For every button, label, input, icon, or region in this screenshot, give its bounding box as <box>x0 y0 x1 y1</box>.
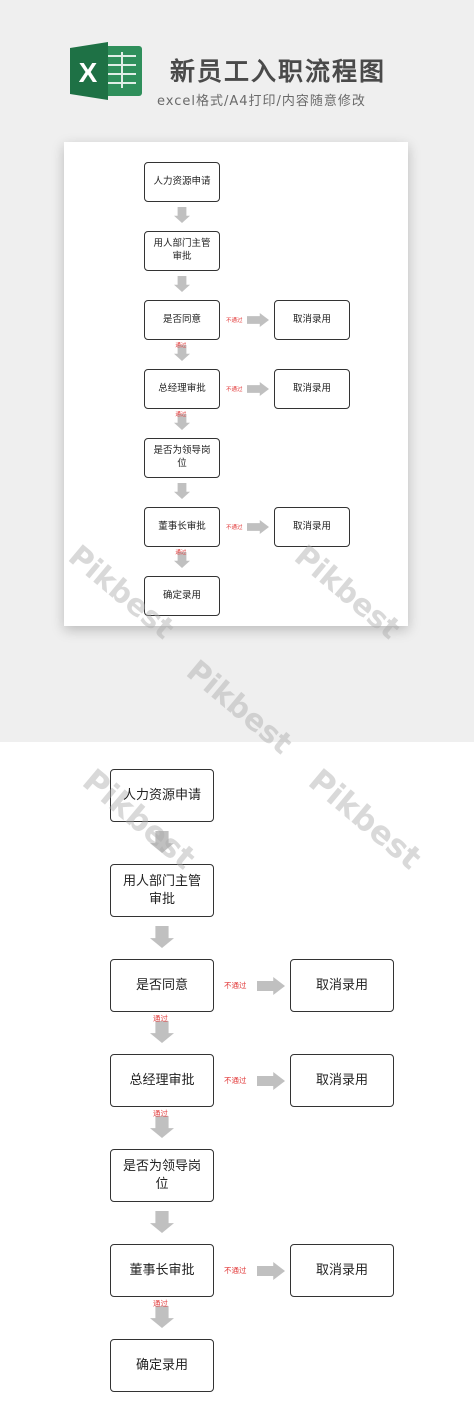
flow-step-box: 董事长审批 <box>110 1244 214 1297</box>
arrow-right-icon <box>247 382 269 396</box>
cancel-hire-box: 取消录用 <box>290 1054 394 1107</box>
enlarged-section: 人力资源申请用人部门主管审批是否同意通过不通过取消录用总经理审批通过不通过取消录… <box>0 742 474 1411</box>
page-subtitle: excel格式/A4打印/内容随意修改 <box>157 94 366 109</box>
arrow-down-icon <box>174 276 190 292</box>
pass-label: 通过 <box>153 1014 168 1023</box>
reject-label: 不通过 <box>226 387 243 394</box>
svg-text:X: X <box>79 57 98 88</box>
flow-step-box: 人力资源申请 <box>144 162 220 202</box>
reject-label: 不通过 <box>226 318 243 325</box>
reject-label: 不通过 <box>224 981 247 991</box>
flow-step-box: 确定录用 <box>110 1339 214 1392</box>
excel-icon: X <box>70 42 142 100</box>
arrow-down-icon <box>150 831 174 853</box>
arrow-down-icon <box>174 414 190 430</box>
pass-label: 通过 <box>175 343 187 349</box>
document-preview-sheet: 人力资源申请用人部门主管审批是否同意通过不通过取消录用总经理审批通过不通过取消录… <box>64 142 408 626</box>
flow-step-box: 是否为领导岗位 <box>110 1149 214 1202</box>
flow-step-box: 是否为领导岗位 <box>144 438 220 478</box>
cancel-hire-box: 取消录用 <box>274 369 350 409</box>
arrow-down-icon <box>150 926 174 948</box>
arrow-down-icon <box>150 1306 174 1328</box>
cancel-hire-box: 取消录用 <box>274 507 350 547</box>
reject-label: 不通过 <box>224 1076 247 1086</box>
pass-label: 通过 <box>175 550 187 556</box>
flow-step-box: 用人部门主管审批 <box>144 231 220 271</box>
pass-label: 通过 <box>153 1299 168 1308</box>
flow-step-box: 人力资源申请 <box>110 769 214 822</box>
flow-step-box: 确定录用 <box>144 576 220 616</box>
arrow-down-icon <box>150 1211 174 1233</box>
flow-step-box: 总经理审批 <box>110 1054 214 1107</box>
arrow-right-icon <box>247 520 269 534</box>
arrow-down-icon <box>174 552 190 568</box>
arrow-down-icon <box>174 483 190 499</box>
flow-step-box: 用人部门主管审批 <box>110 864 214 917</box>
pass-label: 通过 <box>153 1109 168 1118</box>
arrow-down-icon <box>150 1021 174 1043</box>
pass-label: 通过 <box>175 412 187 418</box>
arrow-down-icon <box>174 345 190 361</box>
cancel-hire-box: 取消录用 <box>290 1244 394 1297</box>
flow-step-box: 是否同意 <box>110 959 214 1012</box>
flow-step-box: 董事长审批 <box>144 507 220 547</box>
reject-label: 不通过 <box>226 525 243 532</box>
cancel-hire-box: 取消录用 <box>274 300 350 340</box>
preview-section: X 新员工入职流程图 excel格式/A4打印/内容随意修改 人力资源申请用人部… <box>0 0 474 742</box>
arrow-right-icon <box>257 1071 285 1090</box>
cancel-hire-box: 取消录用 <box>290 959 394 1012</box>
arrow-down-icon <box>150 1116 174 1138</box>
arrow-down-icon <box>174 207 190 223</box>
reject-label: 不通过 <box>224 1266 247 1276</box>
arrow-right-icon <box>247 313 269 327</box>
flow-step-box: 是否同意 <box>144 300 220 340</box>
arrow-right-icon <box>257 1261 285 1280</box>
flow-step-box: 总经理审批 <box>144 369 220 409</box>
page-title: 新员工入职流程图 <box>170 57 387 86</box>
arrow-right-icon <box>257 976 285 995</box>
